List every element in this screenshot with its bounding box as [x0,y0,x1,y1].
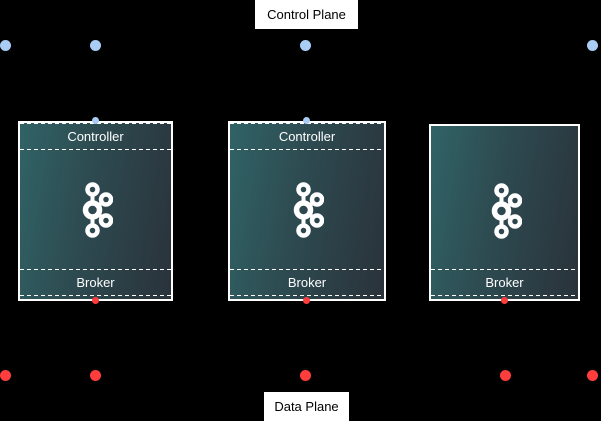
kafka-logo-icon [82,181,113,238]
node-body [20,150,171,269]
data-plane-label-text: Data Plane [274,399,339,414]
controller-section-label: Controller [67,129,124,144]
control-plane-label: Control Plane [255,0,358,29]
data-plane-endpoint-dot [0,370,11,381]
divider [230,269,384,270]
node1-broker-connection-dot [92,297,99,304]
kafka-node-3: Broker [429,124,580,301]
data-plane-endpoint-dot [300,370,311,381]
data-plane-endpoint-dot [587,370,598,381]
node-body [230,150,384,269]
divider [431,269,578,270]
divider [431,295,578,296]
node3-broker-connection-dot [501,297,508,304]
data-plane-endpoint-dot [500,370,511,381]
controller-section-label: Controller [278,129,336,144]
data-plane-endpoint-dot [90,370,101,381]
data-plane-label: Data Plane [264,392,349,421]
node-body [431,126,578,269]
control-plane-endpoint-dot [300,40,311,51]
divider [230,295,384,296]
divider [20,295,171,296]
broker-section-label: Broker [287,275,327,290]
kafka-logo-icon [293,181,324,238]
divider [230,149,384,150]
control-plane-label-text: Control Plane [267,7,346,22]
divider [20,269,171,270]
kafka-logo-icon [491,182,522,239]
node2-controller-connection-dot [303,117,310,124]
control-plane-endpoint-dot [90,40,101,51]
divider [20,149,171,150]
node1-controller-connection-dot [92,117,99,124]
broker-section-label: Broker [485,275,524,290]
broker-section-label: Broker [76,275,115,290]
control-plane-endpoint-dot [587,40,598,51]
kafka-node-2: Controller Broker [228,121,386,301]
node2-broker-connection-dot [303,297,310,304]
control-plane-endpoint-dot [0,40,11,51]
kafka-node-1: Controller Broker [18,121,173,301]
